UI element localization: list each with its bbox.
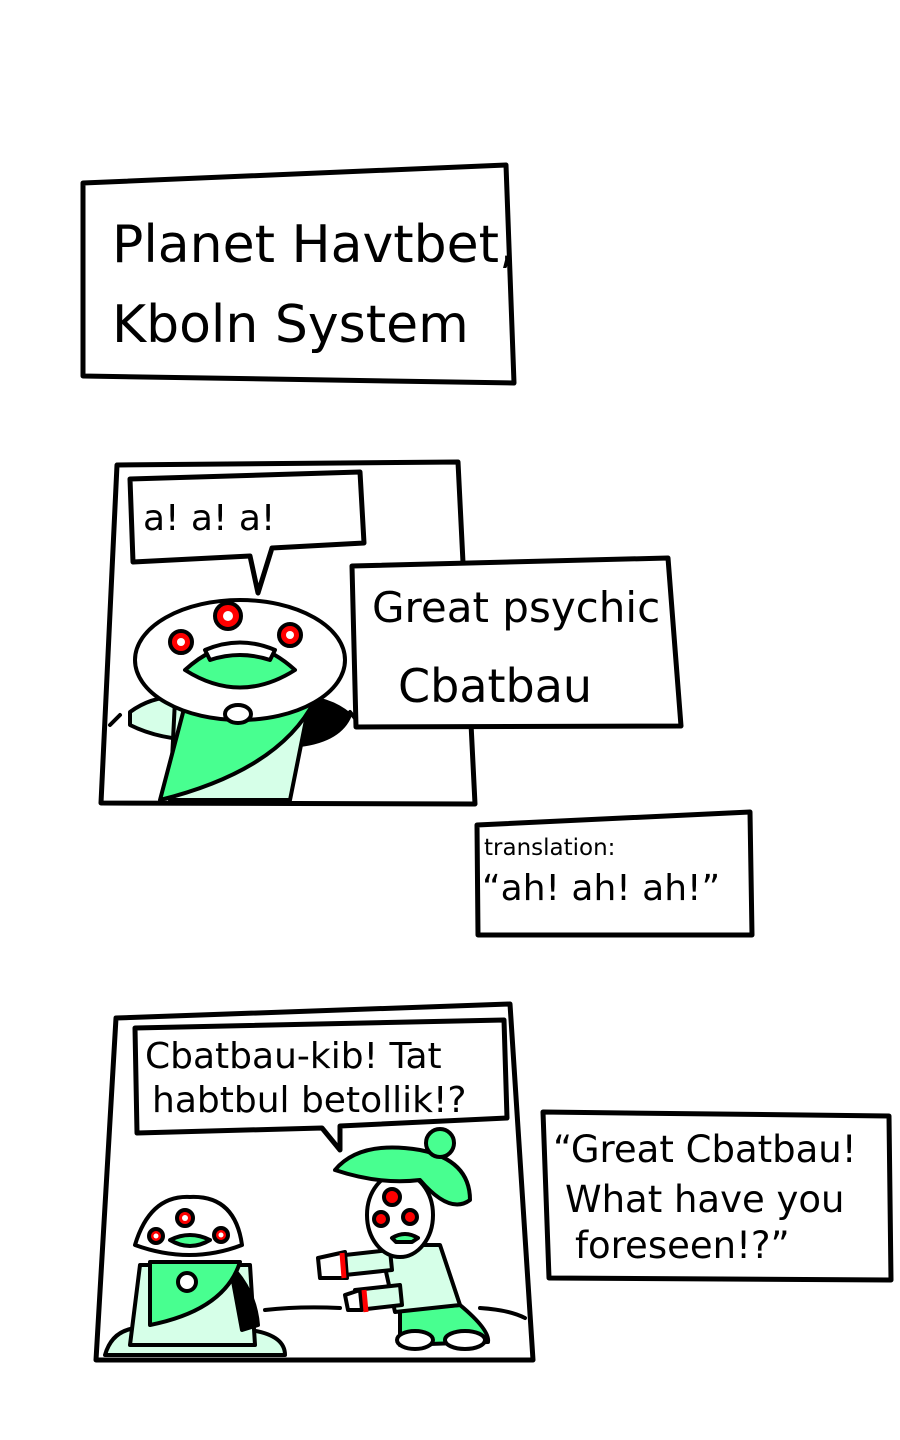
speech-bubble-1: a! a! a!	[127, 469, 367, 596]
green-hat-character	[316, 1127, 491, 1351]
location-line-1: Planet Havtbet,	[112, 215, 516, 275]
caption-2-line-1: “Great Cbatbau!	[553, 1128, 857, 1171]
speech-2-line-1: Cbatbau-kib! Tat	[145, 1036, 442, 1077]
caption-2-line-2: What have you	[565, 1178, 845, 1221]
speech-bubble-2: Cbatbau-kib! Tat habtbul betollik!?	[132, 1017, 510, 1153]
translation-box: translation: “ah! ah! ah!”	[474, 809, 755, 938]
caption-1-line-1: Great psychic	[372, 583, 660, 632]
panel-2: Cbatbau-kib! Tat habtbul betollik!?	[93, 1001, 536, 1363]
cbatbau-sitting	[103, 1194, 287, 1357]
translation-text: “ah! ah! ah!”	[482, 868, 720, 909]
translation-label: translation:	[484, 835, 615, 861]
speech-text-1: a! a! a!	[143, 498, 275, 539]
location-line-2: Kboln System	[112, 295, 469, 355]
translation-caption-2: “Great Cbatbau! What have you foreseen!?…	[540, 1109, 894, 1283]
location-caption: Planet Havtbet, Kboln System	[80, 162, 517, 386]
character-caption-1: Great psychic Cbatbau	[349, 555, 684, 730]
speech-2-line-2: habtbul betollik!?	[152, 1080, 467, 1121]
cbatbau-character	[108, 598, 360, 802]
caption-2-line-3: foreseen!?”	[575, 1224, 790, 1267]
caption-1-line-2: Cbatbau	[398, 659, 592, 713]
